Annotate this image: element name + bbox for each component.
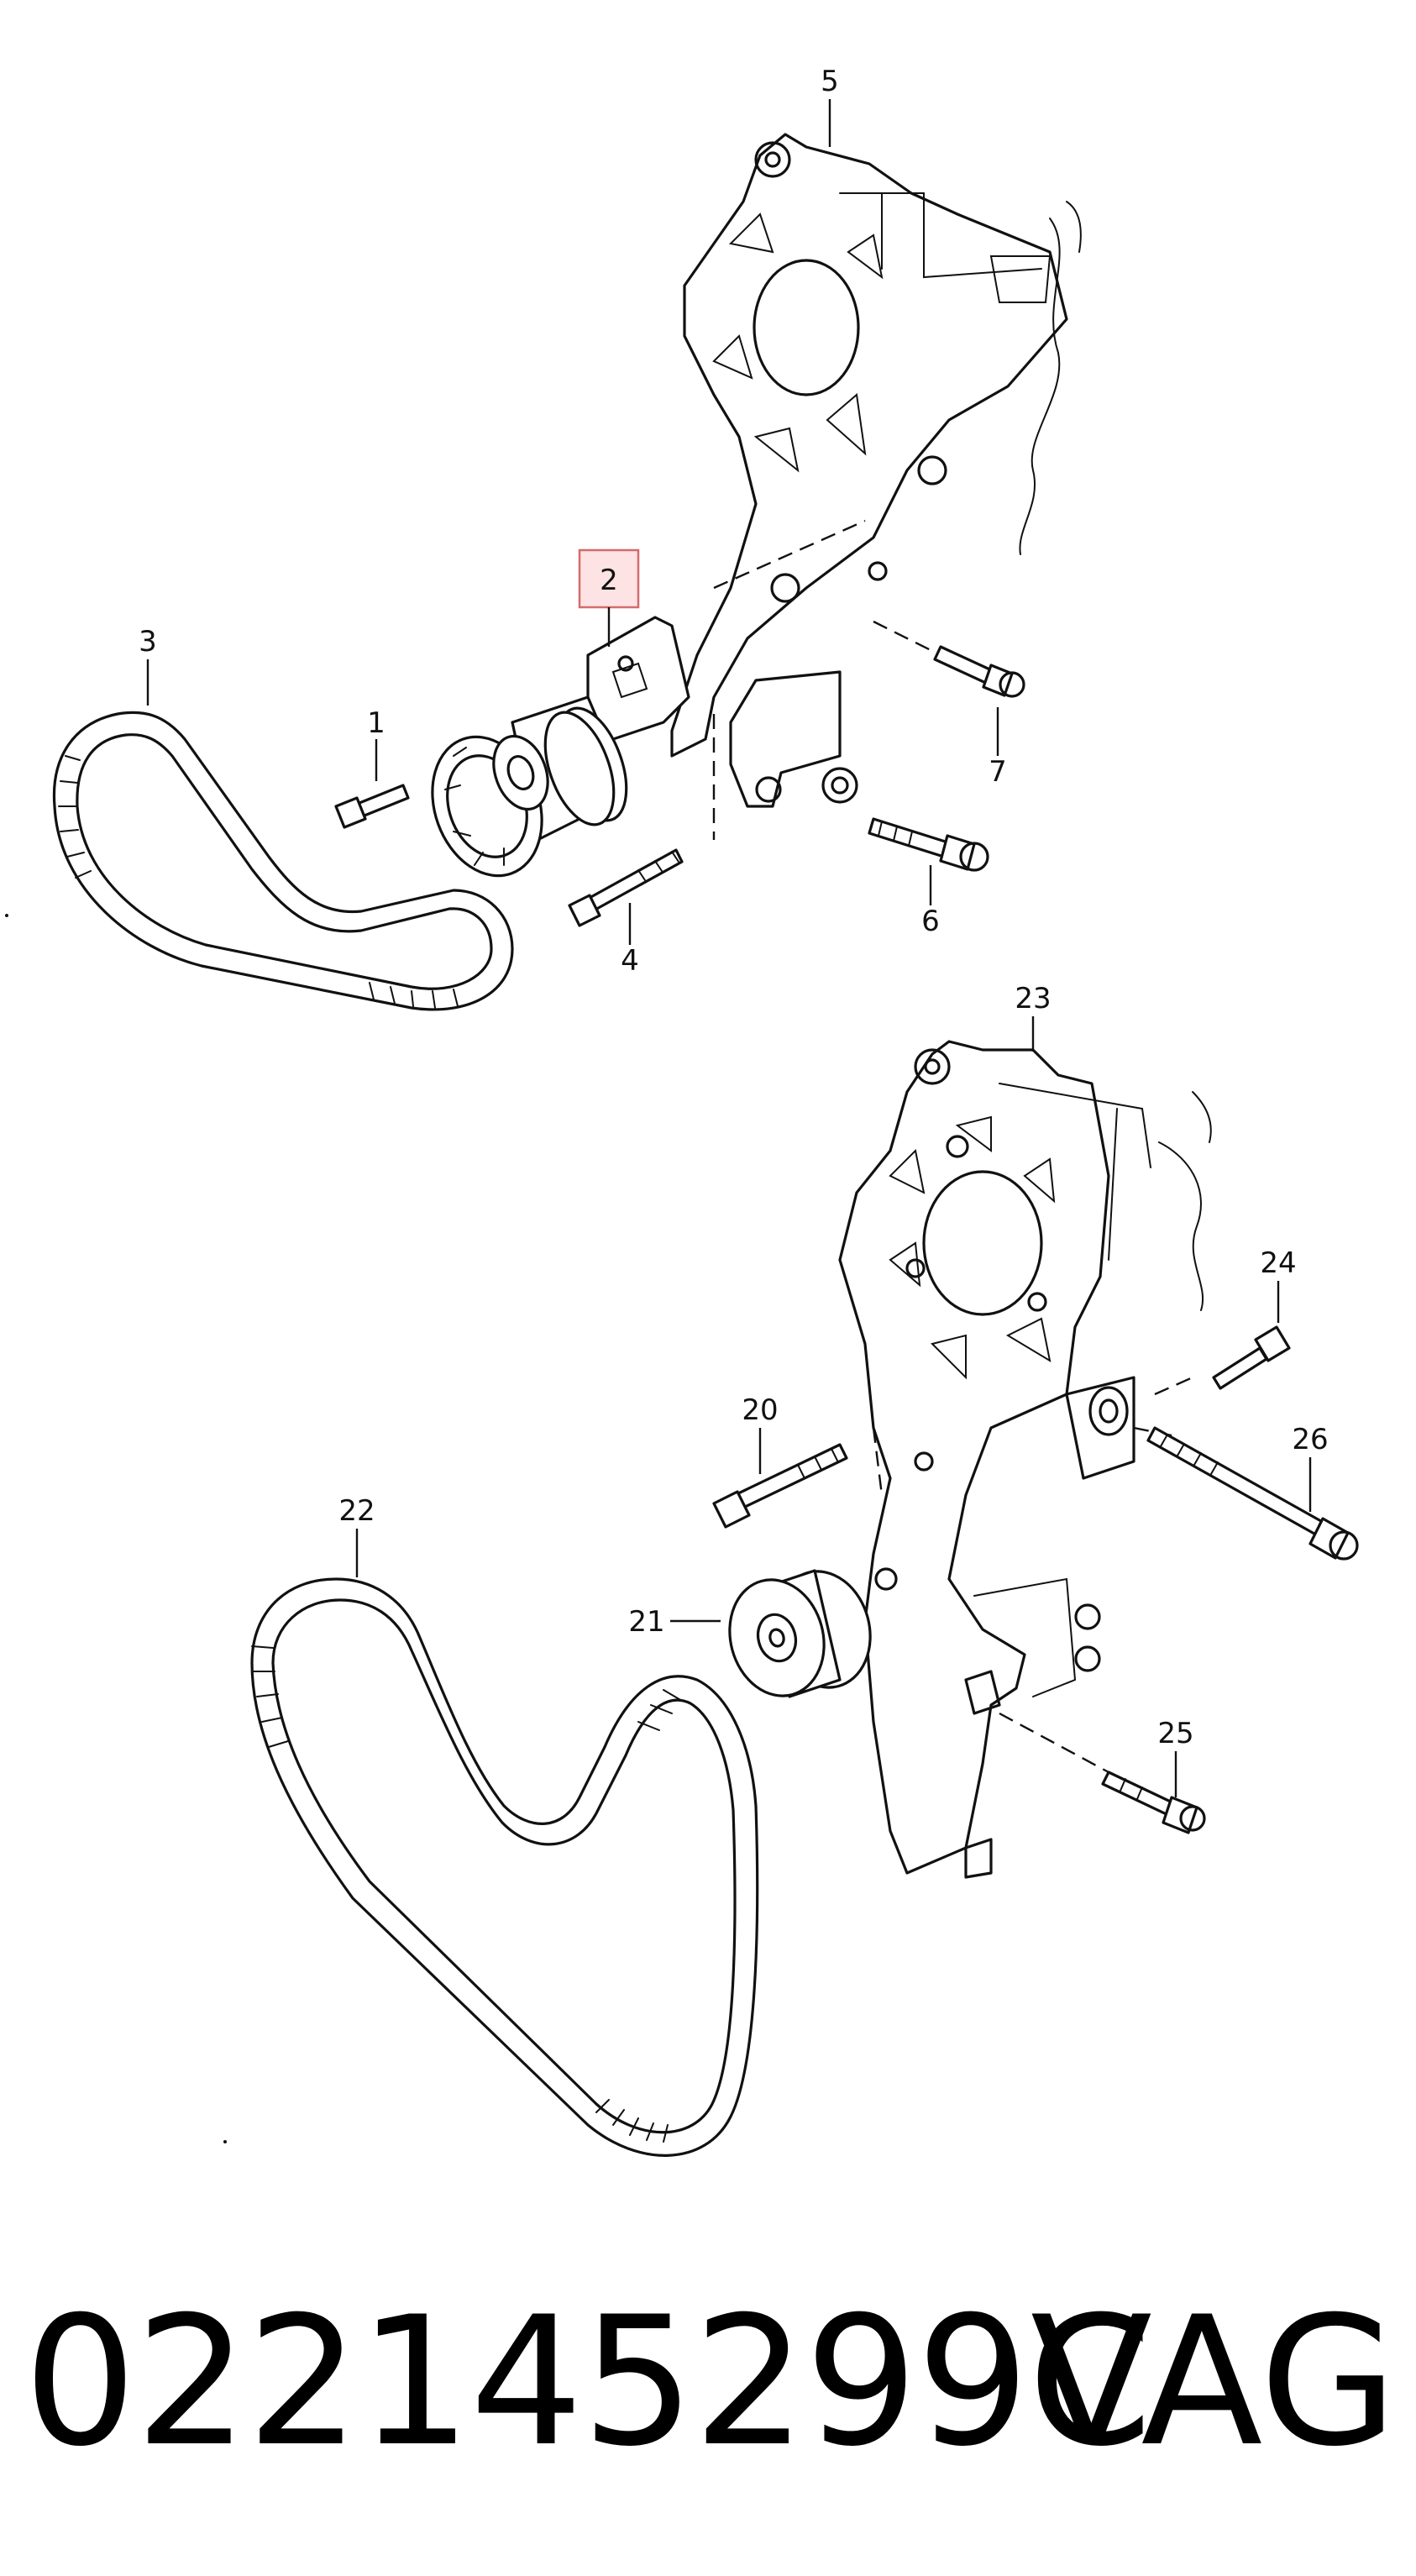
callout-26[interactable]: 26 (1292, 1423, 1329, 1512)
callout-label-24: 24 (1260, 1246, 1296, 1280)
callout-label-3: 3 (139, 625, 157, 658)
callout-label-2: 2 (600, 564, 618, 597)
callout-label-26: 26 (1292, 1423, 1328, 1456)
callout-21[interactable]: 21 (628, 1605, 721, 1639)
callout-24[interactable]: 24 (1260, 1246, 1297, 1323)
callout-label-21: 21 (628, 1605, 664, 1639)
callout-label-23: 23 (1015, 982, 1051, 1015)
exploded-parts-diagram: 1 2 3 4 5 6 7 20 21 22 23 24 (5, 65, 1359, 2157)
callout-label-7: 7 (989, 755, 1007, 789)
bolt-20 (712, 1443, 848, 1529)
callout-label-6: 6 (921, 905, 940, 938)
callout-label-22: 22 (338, 1494, 375, 1528)
callout-22[interactable]: 22 (338, 1494, 375, 1577)
bolt-24 (1212, 1325, 1291, 1390)
bolt-7 (933, 645, 1025, 698)
idler-pulley-21 (728, 1569, 872, 1698)
part-number: 022145299C (24, 2278, 1152, 2485)
callout-3[interactable]: 3 (139, 625, 157, 706)
callout-23[interactable]: 23 (1015, 982, 1052, 1052)
callout-2[interactable]: 2 (578, 548, 640, 647)
bolt-6 (868, 817, 989, 872)
upper-bracket-5 (670, 133, 1082, 840)
callout-label-25: 25 (1157, 1717, 1193, 1750)
callout-highlight-box (578, 548, 640, 609)
callout-6[interactable]: 6 (921, 865, 940, 938)
callout-label-20: 20 (742, 1393, 778, 1427)
tensioner-pulley-2 (431, 616, 690, 878)
callout-25[interactable]: 25 (1157, 1717, 1194, 1797)
callout-label-1: 1 (367, 706, 385, 740)
callout-5[interactable]: 5 (821, 65, 839, 147)
callout-20[interactable]: 20 (742, 1393, 779, 1474)
callout-7[interactable]: 7 (989, 707, 1007, 789)
bolt-26 (1146, 1426, 1359, 1561)
callout-1[interactable]: 1 (367, 706, 385, 781)
stray-mark (223, 2140, 227, 2143)
bolt-25 (1101, 1771, 1206, 1834)
callout-label-5: 5 (821, 65, 839, 98)
ribbed-belt-3 (52, 711, 514, 1011)
bolt-4 (568, 848, 684, 927)
bolt-1 (334, 784, 410, 829)
lower-bracket-23 (838, 1040, 1212, 1879)
callout-label-4: 4 (621, 944, 639, 978)
stray-mark (5, 914, 8, 917)
brand-name: VAG (1030, 2278, 1398, 2485)
ribbed-belt-22 (250, 1577, 759, 2157)
callout-4[interactable]: 4 (621, 903, 639, 978)
